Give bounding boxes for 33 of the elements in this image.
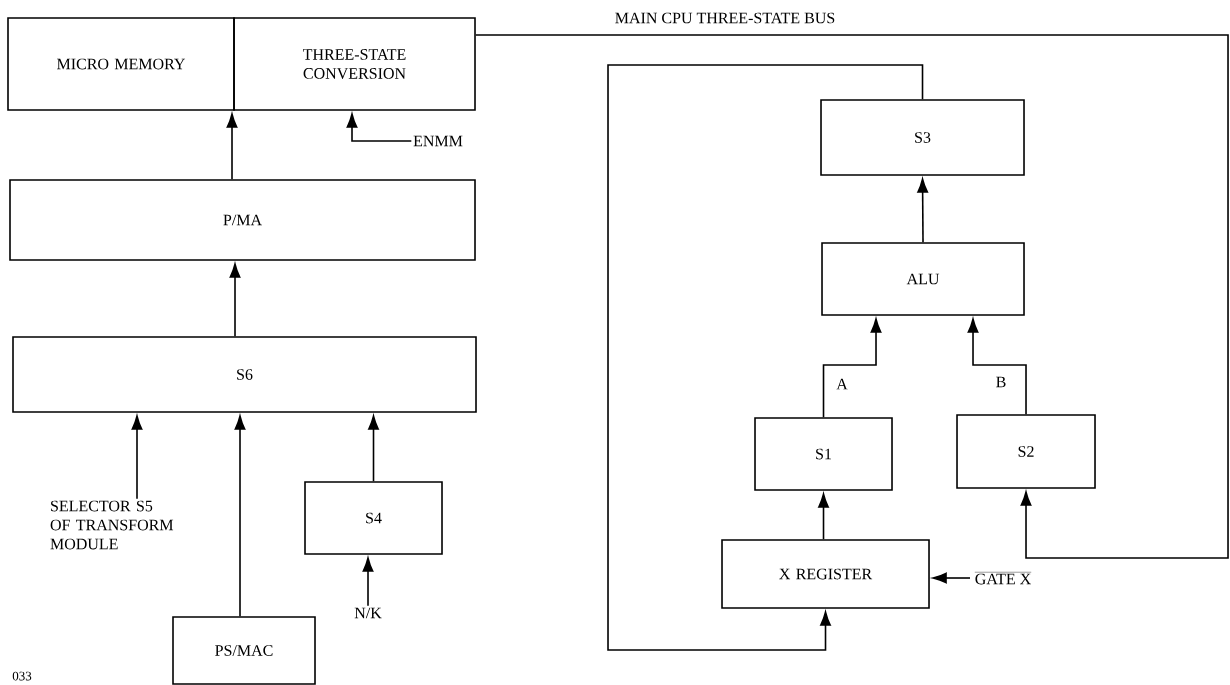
edge-label: MAIN CPU THREE-STATE BUS <box>613 11 837 25</box>
arrow <box>368 415 379 482</box>
signal-label: N/K <box>354 607 382 619</box>
arrow <box>234 415 246 617</box>
arrow <box>607 64 924 651</box>
arrow <box>131 415 143 500</box>
block-box: X REGISTER <box>721 539 930 609</box>
block-box: PS/MAC <box>172 616 316 685</box>
block-box: S1 <box>754 417 893 491</box>
arrow <box>226 113 238 180</box>
arrow <box>917 178 929 243</box>
signal-label: SELECTOR S5 OF TRANSFORM MODULE <box>50 500 174 550</box>
block-box: S4 <box>304 481 443 555</box>
signal-label: GATE X <box>974 572 1032 585</box>
figure-number: 033 <box>12 671 32 681</box>
arrow <box>229 263 241 337</box>
arrow <box>967 318 1027 415</box>
block-box: S6 <box>12 336 477 413</box>
block-box: S2 <box>956 414 1096 489</box>
arrow <box>362 557 374 607</box>
signal-label: ENMM <box>413 135 463 147</box>
block-box: P/MA <box>9 179 476 261</box>
block-box: ALU <box>821 242 1025 316</box>
edge-label: A <box>835 377 849 391</box>
block-box: THREE-STATE CONVERSION <box>233 17 476 111</box>
arrow <box>932 572 971 584</box>
arrow <box>475 34 1229 559</box>
arrow <box>818 493 829 540</box>
arrow <box>346 113 413 142</box>
block-box: MICRO MEMORY <box>7 17 235 111</box>
block-box: S3 <box>820 99 1025 176</box>
arrow <box>822 318 882 418</box>
edge-label: B <box>994 375 1008 389</box>
